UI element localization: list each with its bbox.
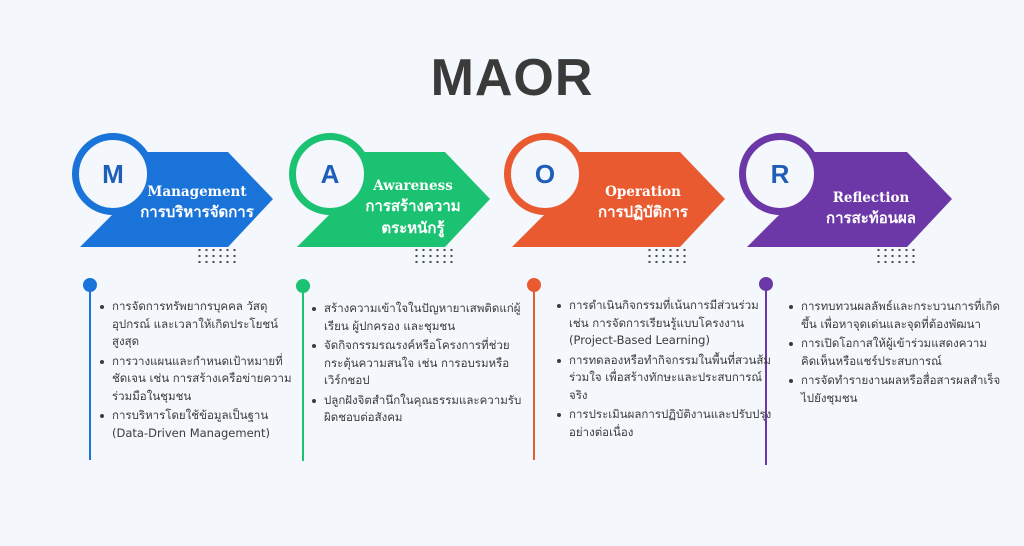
- stage-name-en: Operation: [605, 184, 681, 200]
- stage-name-en: Reflection: [832, 190, 910, 206]
- list-item: การจัดการทรัพยากรบุคคล วัสดุ อุปกรณ์ และ…: [100, 298, 302, 351]
- stage-label: Reflection การสะท้อนผล: [811, 189, 931, 229]
- stage-label: Awareness การสร้างความตระหนักรู้: [359, 177, 467, 239]
- dot-pattern: [646, 247, 688, 263]
- list-item: การบริหารโดยใช้ข้อมูลเป็นฐาน (Data-Drive…: [100, 407, 302, 442]
- letter-circle: O: [504, 133, 586, 215]
- letter-circle: A: [289, 133, 371, 215]
- timeline-dot: [527, 278, 541, 292]
- list-item: สร้างความเข้าใจในปัญหายาเสพติดแก่ผู้เรีย…: [312, 300, 524, 335]
- stage-label: Management การบริหารจัดการ: [138, 183, 256, 223]
- dot-pattern: [196, 247, 238, 263]
- stage-name-th: การสร้างความตระหนักรู้: [365, 197, 461, 237]
- list-item: การวางแผนและกำหนดเป้าหมายที่ชัดเจน เช่น …: [100, 353, 302, 406]
- reflection-points: การทบทวนผลลัพธ์และกระบวนการที่เกิดขึ้น เ…: [787, 298, 1001, 409]
- management-points: การจัดการทรัพยากรบุคคล วัสดุ อุปกรณ์ และ…: [98, 298, 302, 444]
- letter-circle: M: [72, 133, 154, 215]
- dot-pattern: [875, 247, 917, 263]
- stage-name-en: Awareness: [373, 178, 453, 194]
- timeline-line: [302, 291, 304, 461]
- timeline-dot: [83, 278, 97, 292]
- list-item: การประเมินผลการปฏิบัติงานและปรับปรุงอย่า…: [557, 406, 774, 441]
- awareness-points: สร้างความเข้าใจในปัญหายาเสพติดแก่ผู้เรีย…: [310, 300, 524, 429]
- stage-name-th: การสะท้อนผล: [826, 209, 916, 227]
- timeline-dot: [296, 279, 310, 293]
- timeline-line: [89, 290, 91, 460]
- list-item: การดำเนินกิจกรรมที่เน้นการมีส่วนร่วม เช่…: [557, 297, 774, 350]
- letter-circle: R: [739, 133, 821, 215]
- list-item: การทดลองหรือทำกิจกรรมในพื้นที่สวนส้มร่วม…: [557, 352, 774, 405]
- stage-letter: M: [102, 158, 124, 189]
- stage-letter: O: [534, 158, 556, 189]
- dot-pattern: [413, 247, 455, 263]
- list-item: การเปิดโอกาสให้ผู้เข้าร่วมแสดงความคิดเห็…: [789, 335, 1001, 370]
- timeline-dot: [759, 277, 773, 291]
- list-item: การทบทวนผลลัพธ์และกระบวนการที่เกิดขึ้น เ…: [789, 298, 1001, 333]
- stage-label: Operation การปฏิบัติการ: [578, 183, 708, 223]
- stage-name-en: Management: [147, 184, 247, 200]
- list-item: การจัดทำรายงานผลหรือสื่อสารผลสำเร็จไปยัง…: [789, 372, 1001, 407]
- stage-letter: A: [320, 158, 340, 189]
- timeline-line: [533, 290, 535, 460]
- stage-name-th: การปฏิบัติการ: [598, 203, 688, 221]
- stage-name-th: การบริหารจัดการ: [140, 203, 254, 221]
- operation-points: การดำเนินกิจกรรมที่เน้นการมีส่วนร่วม เช่…: [555, 297, 774, 443]
- stage-letter: R: [770, 158, 790, 189]
- list-item: ปลูกฝังจิตสำนึกในคุณธรรมและความรับผิดชอบ…: [312, 392, 524, 427]
- page-title: MAOR: [430, 49, 594, 107]
- timeline-line: [765, 289, 767, 465]
- list-item: จัดกิจกรรมรณรงค์หรือโครงการที่ช่วยกระตุ้…: [312, 337, 524, 390]
